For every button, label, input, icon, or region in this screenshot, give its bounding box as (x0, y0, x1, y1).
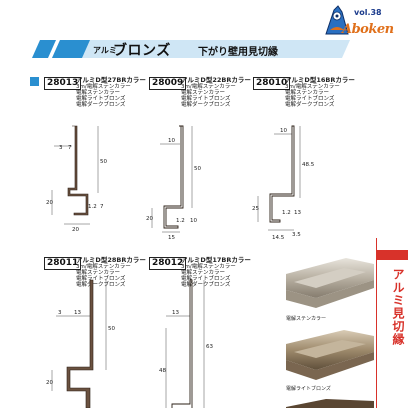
dim-label: 50 (100, 159, 107, 165)
product-code: 28013 (44, 77, 82, 90)
page-subtitle: 下がり壁用見切縁 (198, 47, 278, 58)
profile-drawing-28013: 3 7 50 20 1.2 7 20 (46, 125, 107, 233)
product-spec: アルミD型27BRカラー 3m/電解ステンカラー 電解ステンカラー 電解ライトブ… (76, 76, 146, 109)
sidebar-divider (376, 238, 377, 408)
dim-label: 63 (206, 344, 213, 350)
dim-label: 3 (59, 145, 63, 151)
dim-label: 20 (46, 200, 53, 206)
product-code: 28010 (253, 77, 291, 90)
product-spec: アルミD型17BRカラー 3m/電解ステンカラー 電解ステンカラー 電解ライトブ… (181, 256, 251, 289)
dim-label: 13 (74, 310, 81, 316)
profile-drawing-28012: 13 48 63 (159, 279, 213, 408)
product-spec: アルミD型22BRカラー 3m/電解ステンカラー 電解ステンカラー 電解ライトブ… (181, 76, 251, 109)
dim-label: 20 (46, 380, 53, 386)
aboken-logo: vol.38 Aboken (322, 4, 394, 42)
dim-label: 14.5 (272, 235, 285, 241)
dim-label: 25 (252, 206, 259, 212)
mascot-icon (325, 5, 349, 35)
page-title: ブロンズ (113, 43, 171, 59)
dim-label: 50 (108, 326, 115, 332)
dim-label: 7 (68, 145, 72, 151)
dim-label: 13 (172, 310, 179, 316)
dim-label: 48.5 (302, 162, 315, 168)
photo-dark-bronze (286, 396, 374, 408)
photo-light-bronze: 電解ライトブロンズ (286, 330, 374, 394)
photo-stain-color: 電解ステンカラー (286, 258, 374, 324)
sidebar-category-label: アルミ見切縁 (391, 268, 405, 346)
dim-label: 1.2 (88, 204, 97, 210)
product-code: 28009 (149, 77, 187, 90)
dim-label: 48 (159, 368, 166, 374)
profile-drawing-28010: 10 48.5 25 1.2 13 3.5 14.5 (252, 125, 315, 241)
dim-label: 7 (100, 204, 104, 210)
product-spec: アルミD型28BRカラー 3m/電解ステンカラー 電解ステンカラー 電解ライトブ… (76, 256, 146, 289)
photo-caption: 電解ステンカラー (286, 316, 327, 322)
dim-label: 1.2 (176, 218, 185, 224)
sidebar-tab (376, 250, 408, 260)
title-banner: アルミ ブロンズ 下がり壁用見切縁 (30, 38, 352, 60)
dim-label: 10 (168, 138, 175, 144)
volume-label: vol.38 (354, 8, 382, 17)
product-code: 28011 (44, 257, 82, 270)
dim-label: 50 (194, 166, 201, 172)
dim-label: 15 (168, 235, 175, 241)
photo-caption: 電解ライトブロンズ (286, 386, 331, 392)
dim-label: 20 (146, 216, 153, 222)
dim-label: 1.2 (282, 210, 291, 216)
product-spec: アルミD型16BRカラー 3m/電解ステンカラー 電解ステンカラー 電解ライトブ… (285, 76, 355, 109)
dim-label: 10 (190, 218, 197, 224)
dim-label: 3 (58, 310, 62, 316)
dim-label: 13 (294, 210, 301, 216)
profile-drawing-28009: 10 50 20 1.2 10 15 (146, 125, 201, 241)
dim-label: 3.5 (292, 232, 301, 238)
dim-label: 10 (280, 128, 287, 134)
section-marker (30, 77, 39, 86)
brand-name: Aboken (342, 22, 394, 37)
product-code: 28012 (149, 257, 187, 270)
title-prefix: アルミ (93, 46, 117, 55)
dim-label: 20 (72, 227, 79, 233)
profile-drawing-28011: 3 13 50 20 (46, 279, 115, 408)
